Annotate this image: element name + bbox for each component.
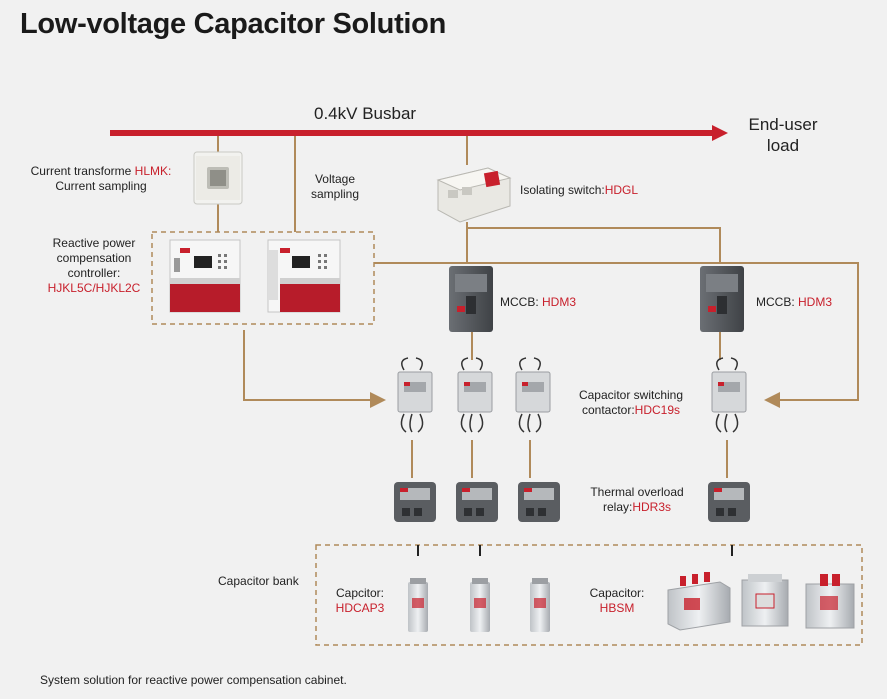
page-title: Low-voltage Capacitor Solution [20,8,447,40]
controller-line2: compensation [56,251,132,265]
controller-label: Reactive power compensation controller: … [38,236,150,296]
mccb-left-text: MCCB: [500,295,539,309]
current-transformer-label: Current transforme HLMK: Current samplin… [26,164,176,194]
hbsm-capacitor-icon-2 [741,574,789,627]
mccb-left-label: MCCB: HDM3 [500,295,576,310]
hbsm-capacitor-icon-3 [805,574,855,629]
ct-line2: Current sampling [55,179,147,193]
ct-model: HLMK: [134,164,172,178]
hdcap3-capacitor-icon-2 [470,578,490,632]
contactor-icon-2 [457,357,493,433]
hdcap3-capacitor-icon-3 [530,578,550,632]
contactor-icon-3 [515,357,551,433]
mccb-right-label: MCCB: HDM3 [756,295,832,310]
mccb-right-text: MCCB: [756,295,795,309]
current-transformer-icon [193,151,243,205]
hdcap3-capacitor-icon-1 [408,578,428,632]
isolating-switch-label: Isolating switch:HDGL [520,183,638,198]
mccb-icon-right [700,266,744,332]
end-user-line2: load [766,136,800,155]
figure-caption: System solution for reactive power compe… [40,673,347,687]
relay-icon-3 [518,482,560,522]
wiring [217,136,859,478]
capacitor-hdcap-label: Capcitor: HDCAP3 [330,586,390,616]
controller-group-box [151,231,375,325]
relay-model: HDR3s [632,500,671,514]
relay-icon-4 [708,482,750,522]
contactor-icon-1 [397,357,433,433]
controller-line3: controller: [67,266,121,280]
isolating-text: Isolating switch: [520,183,605,197]
end-user-load-label: End-user load [740,114,826,156]
relay-text: relay: [602,500,633,514]
controller-icon-2 [267,239,341,313]
capacitor-bank-box [315,544,863,646]
capacitor-leads [417,545,733,556]
hdcap-model: HDCAP3 [335,601,385,615]
contactor-label: Capacitor switching contactor:HDC19s [576,388,686,418]
isolating-switch-icon [436,167,512,223]
busbar-arrow [110,125,728,141]
controller-line1: Reactive power [52,236,136,250]
relay-icon-1 [394,482,436,522]
mccb-icon-left [449,266,493,332]
contactor-icon-4 [711,357,747,433]
voltage-line2: sampling [310,187,360,201]
isolating-model: HDGL [604,183,639,197]
hbsm-capacitor-icon-1 [667,572,731,631]
contactor-model: HDC19s [634,403,681,417]
hbsm-line1: Capacitor: [589,586,645,600]
controller-model: HJKL5C/HJKL2C [47,281,141,295]
ct-text: Current transforme [30,164,132,178]
hbsm-model: HBSM [599,601,635,615]
end-user-line1: End-user [748,115,818,134]
relay-label: Thermal overload relay:HDR3s [582,485,692,515]
capacitor-hbsm-label: Capacitor: HBSM [587,586,647,616]
contactor-line1: Capacitor switching [578,388,684,402]
busbar-label: 0.4kV Busbar [314,104,417,123]
voltage-sampling-label: Voltage sampling [303,172,367,202]
capacitor-bank-label: Capacitor bank [218,574,299,588]
contactor-text: contactor: [581,403,635,417]
controller-icon-1 [169,239,241,313]
relay-icon-2 [456,482,498,522]
hdcap-line1: Capcitor: [335,586,385,600]
mccb-right-model: HDM3 [798,295,833,309]
mccb-left-model: HDM3 [542,295,577,309]
relay-line1: Thermal overload [590,485,684,499]
voltage-line1: Voltage [314,172,356,186]
